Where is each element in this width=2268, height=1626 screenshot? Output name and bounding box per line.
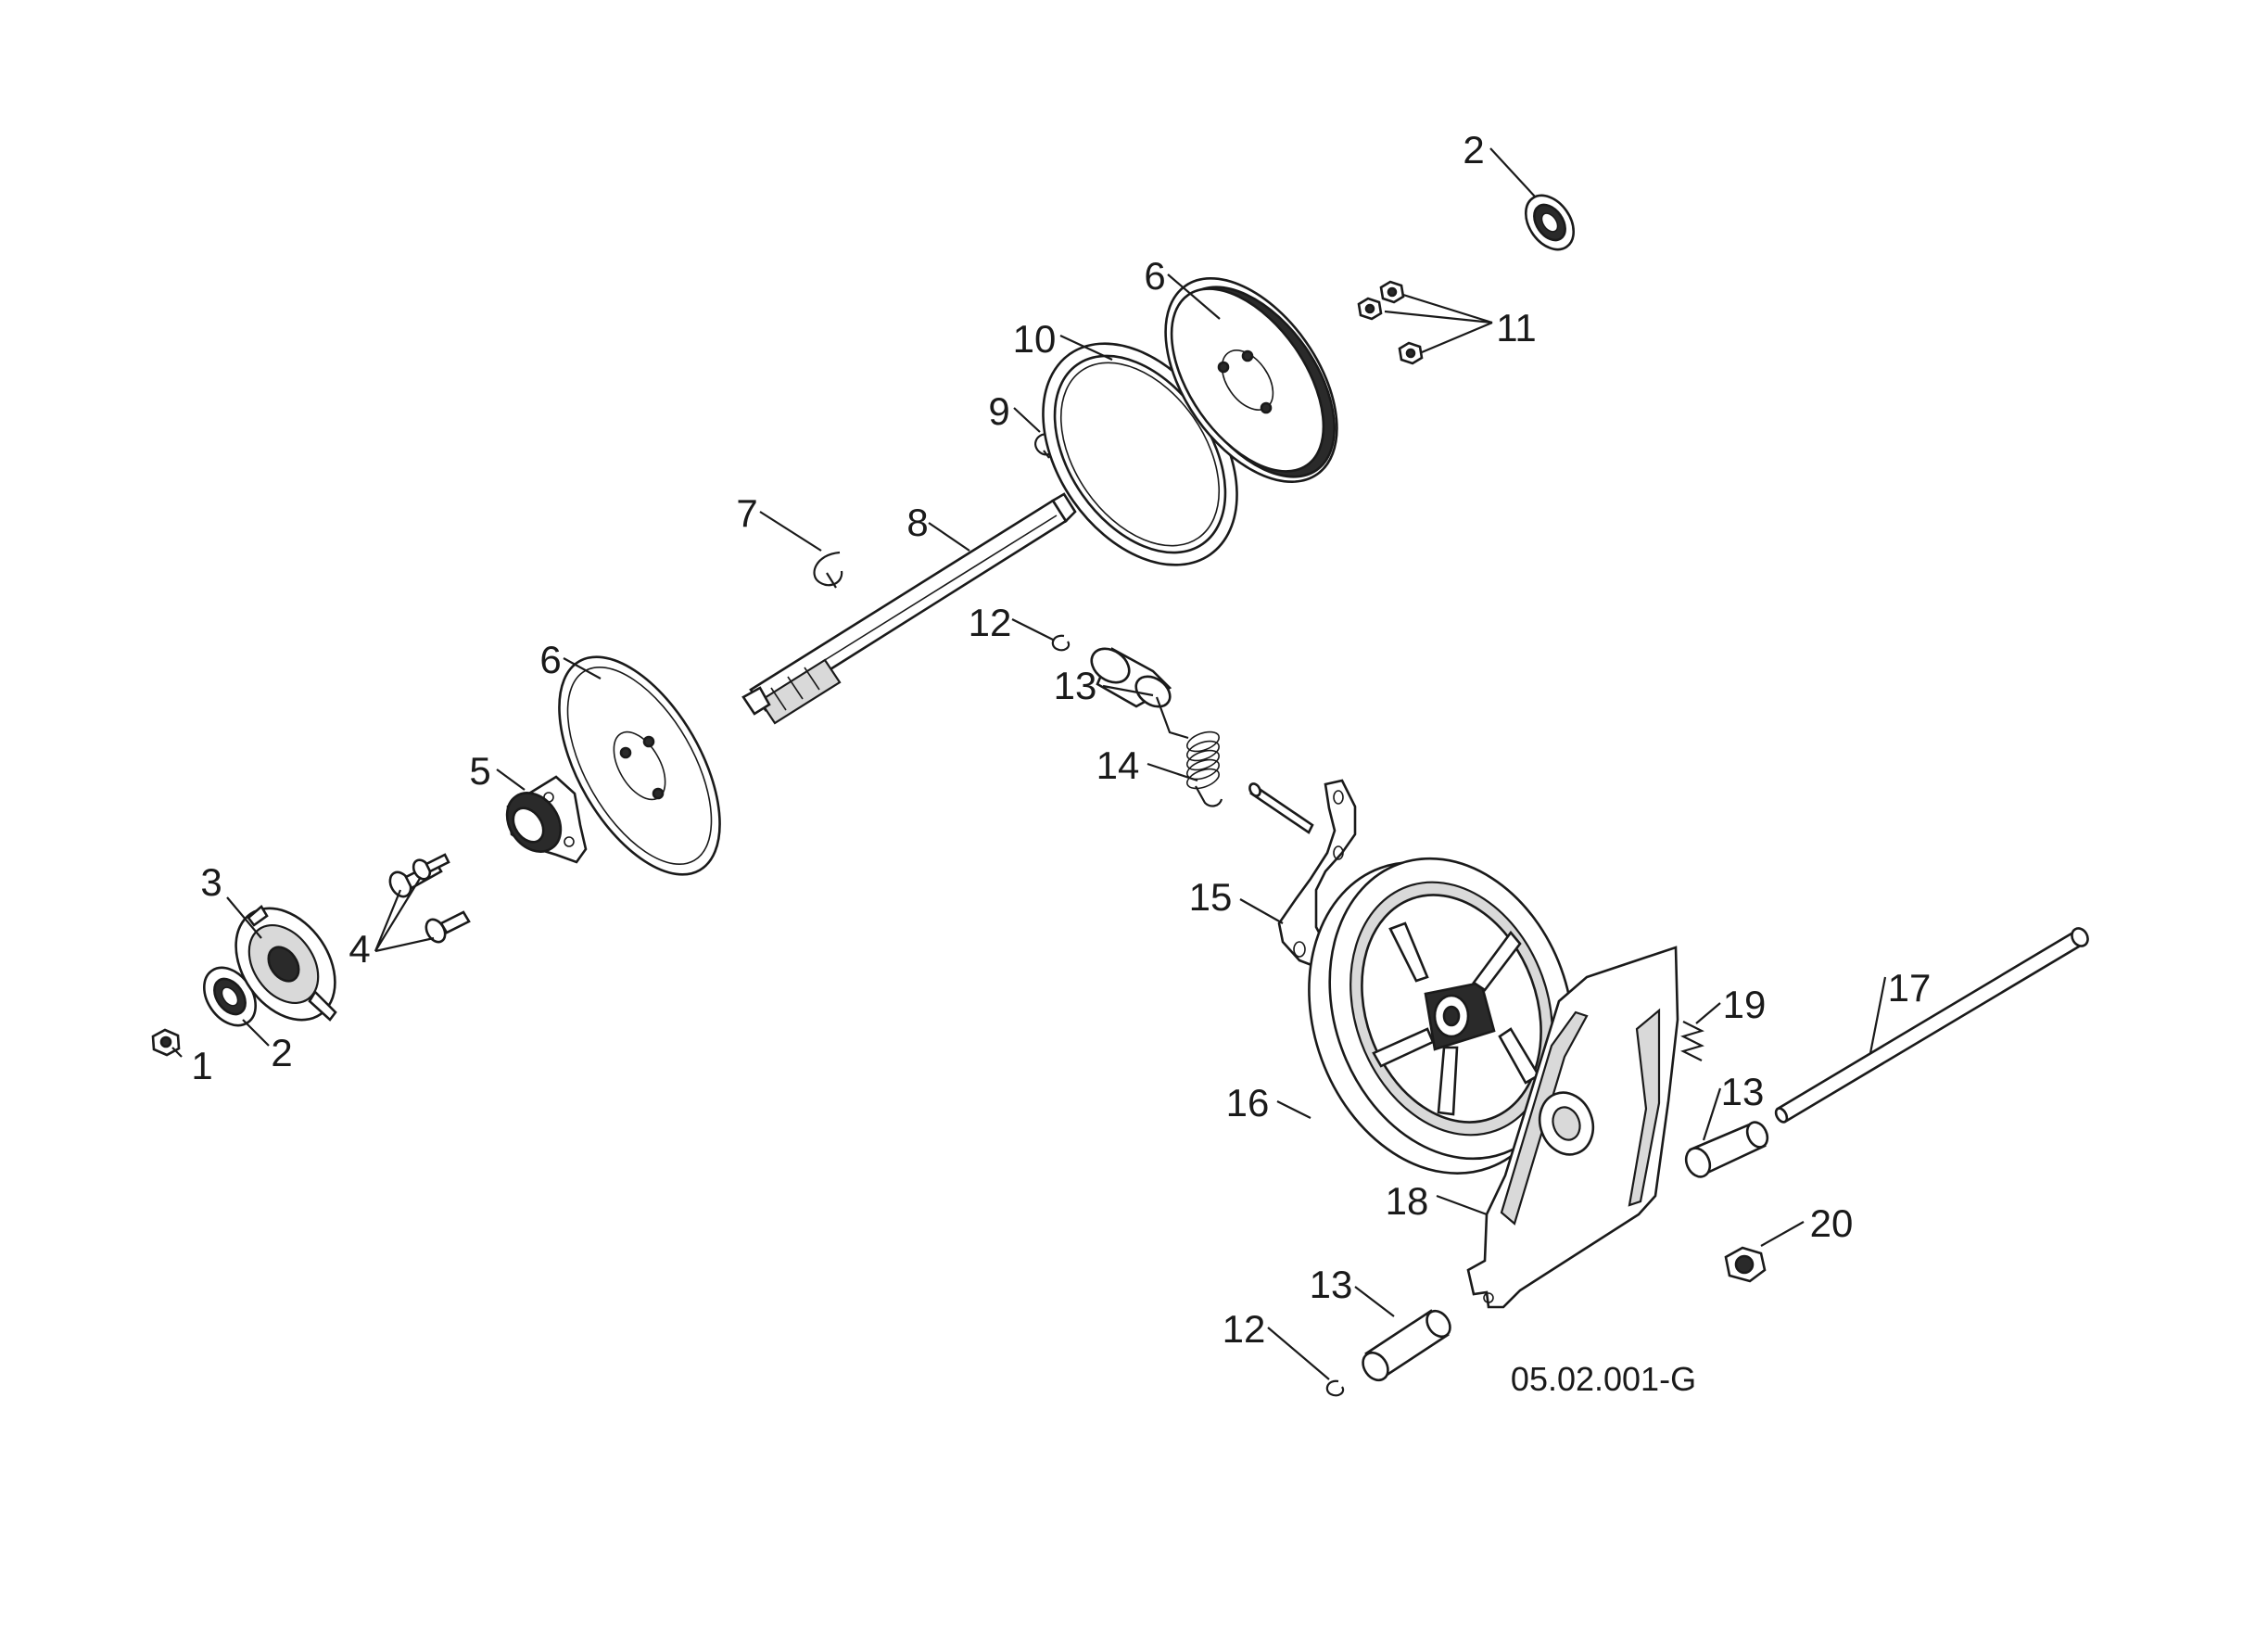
callout-19: 19 [1723,983,1767,1026]
part-12-eclip-upper [1051,634,1071,652]
part-12-eclip-lower [1325,1379,1345,1397]
part-18-bracket [1466,946,1679,1309]
callout-14: 14 [1096,743,1140,787]
callout-13-upper: 13 [1054,664,1097,707]
part-19-spring [1680,1021,1704,1061]
part-4-bolts [388,853,471,944]
part-13-sleeve-right [1684,1121,1769,1178]
part-17-rod [1774,927,2089,1124]
callout-labels: 1 2 2 3 4 5 6 6 7 8 9 10 11 12 12 13 13 … [191,128,1931,1398]
callout-20: 20 [1810,1201,1854,1245]
callout-7: 7 [736,491,757,535]
part-2-bearing-lower [203,966,257,1027]
callout-6-upper: 6 [1144,254,1165,298]
callout-12-upper: 12 [969,601,1012,644]
part-13-sleeve-bottom [1362,1309,1451,1382]
callout-2-upper: 2 [1463,128,1484,171]
part-15-idler-arm [1248,779,1357,972]
part-11-nuts [1357,280,1424,365]
callout-10: 10 [1013,317,1057,361]
part-16-pulley [1308,857,1575,1175]
callout-17: 17 [1888,966,1932,1010]
callout-15: 15 [1189,875,1233,919]
part-3-bearing-housing [234,905,337,1022]
callout-4: 4 [348,927,370,971]
callout-1: 1 [191,1044,212,1087]
callout-6-lower: 6 [539,638,561,681]
part-14-spring [1155,696,1223,807]
part-1-nut [151,1028,181,1057]
part-5-hub [505,775,588,864]
callout-11: 11 [1496,306,1537,349]
callout-9: 9 [988,389,1009,433]
callout-8: 8 [906,501,928,544]
callout-2-lower: 2 [271,1031,292,1074]
part-6-disc-lower [558,655,721,876]
part-6-disc-upper [1164,277,1338,483]
callout-3: 3 [200,860,222,904]
callout-13-bottom: 13 [1310,1263,1353,1306]
callout-12-lower: 12 [1223,1307,1266,1351]
drawing-code: 05.02.001-G [1511,1360,1696,1398]
callout-5: 5 [469,749,490,793]
callout-13-right: 13 [1721,1070,1765,1113]
part-2-bearing-upper [1524,194,1576,251]
part-13-sleeve-upper [1090,647,1172,708]
part-20-nut [1724,1246,1767,1283]
callout-18: 18 [1386,1179,1429,1223]
part-7-clip [813,551,843,589]
part-8-shaft [741,492,1077,725]
callout-16: 16 [1226,1081,1270,1124]
leader-lines [171,147,1887,1380]
